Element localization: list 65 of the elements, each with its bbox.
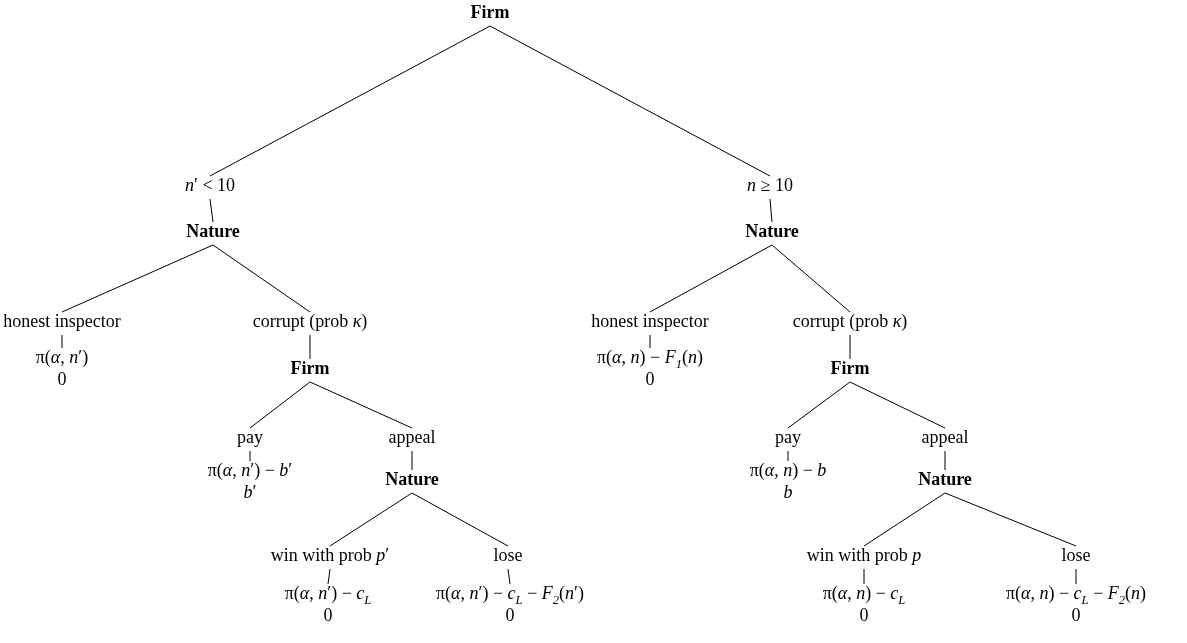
action-label: n ≥ 10 <box>747 174 793 196</box>
tree-branch <box>771 244 851 313</box>
payoff-value: 0 <box>644 368 656 390</box>
action-label: corrupt (prob κ) <box>792 310 908 332</box>
player-label: Firm <box>830 357 870 379</box>
tree-branch <box>769 198 773 223</box>
tree-branch <box>849 334 851 360</box>
payoff-label: π(α, n′) <box>35 346 89 368</box>
tree-branch <box>327 568 331 585</box>
action-label: pay <box>775 426 801 448</box>
payoff-label: π(α, n) − b <box>749 459 827 481</box>
payoff-label: π(α, n′) − b′ <box>207 459 293 481</box>
tree-branch <box>944 492 1077 547</box>
player-label: Nature <box>385 468 439 490</box>
tree-branch <box>209 25 491 177</box>
payoff-label: π(α, n) − F$_{1}$(n) <box>597 346 703 368</box>
payoff-value: 0 <box>504 604 516 626</box>
payoff-label: π(α, n′) − c$_{L}$ − F$_{2}$(n′) <box>436 582 584 604</box>
player-label: Nature <box>918 468 972 490</box>
tree-branch <box>411 492 509 547</box>
action-label: lose <box>493 544 523 566</box>
payoff-label: π(α, n) − c$_{L}$ <box>822 582 906 604</box>
tree-branch <box>507 568 511 585</box>
action-label: win with prob p <box>806 544 922 566</box>
tree-branch <box>61 244 214 313</box>
tree-branch <box>249 450 251 462</box>
payoff-value: b′ <box>242 481 258 503</box>
tree-branch <box>1075 568 1077 585</box>
action-label: appeal <box>921 426 969 448</box>
action-label: pay <box>237 426 263 448</box>
player-label: Nature <box>186 220 240 242</box>
tree-branch <box>309 381 413 429</box>
tree-branch <box>249 381 311 429</box>
tree-branch <box>329 492 413 547</box>
payoff-value: 0 <box>1070 604 1082 626</box>
payoff-value: 0 <box>322 604 334 626</box>
tree-branch <box>309 334 311 360</box>
player-label: Nature <box>745 220 799 242</box>
tree-branch <box>209 198 214 223</box>
tree-branch <box>849 381 946 429</box>
action-label: n′ < 10 <box>184 174 236 196</box>
tree-branch <box>863 568 865 585</box>
action-label: honest inspector <box>591 310 709 332</box>
tree-branch <box>787 450 789 462</box>
payoff-value: 0 <box>56 368 68 390</box>
tree-branch <box>649 244 773 313</box>
action-label: honest inspector <box>3 310 121 332</box>
tree-branch <box>212 244 311 313</box>
tree-branch <box>61 334 63 349</box>
payoff-label: π(α, n) − c$_{L}$ − F$_{2}$(n) <box>1005 582 1147 604</box>
tree-branch <box>787 381 851 429</box>
tree-branch <box>411 450 413 471</box>
payoff-value: b <box>782 481 794 503</box>
player-label: Firm <box>290 357 330 379</box>
tree-branch <box>944 450 946 471</box>
player-label: Firm <box>470 1 510 23</box>
action-label: lose <box>1061 544 1091 566</box>
action-label: win with prob p′ <box>270 544 390 566</box>
action-label: corrupt (prob κ) <box>252 310 368 332</box>
tree-branch <box>649 334 651 349</box>
tree-branch <box>863 492 946 547</box>
tree-branch <box>489 25 771 177</box>
action-label: appeal <box>388 426 436 448</box>
payoff-label: π(α, n′) − c$_{L}$ <box>284 582 372 604</box>
payoff-value: 0 <box>858 604 870 626</box>
